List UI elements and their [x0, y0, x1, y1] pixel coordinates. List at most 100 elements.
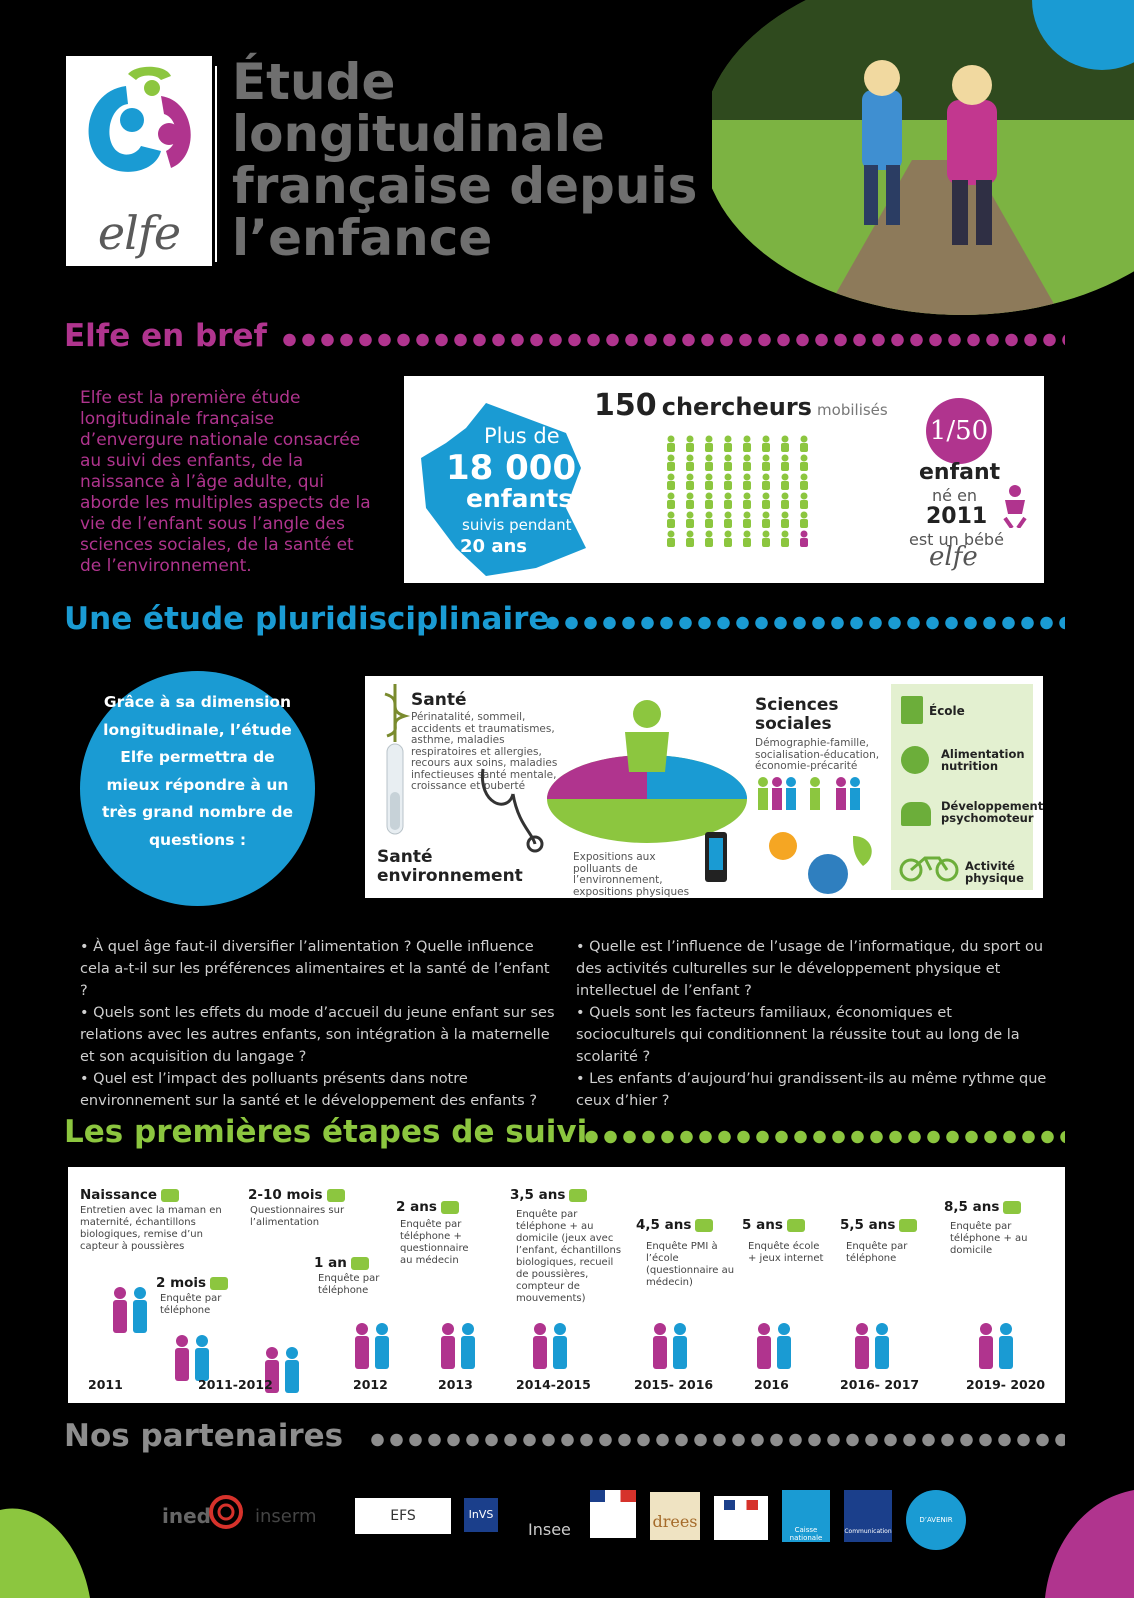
timeline-step-label: 3,5 ans: [510, 1187, 588, 1203]
family-figure-icon: [168, 1335, 218, 1383]
family-figure-icon: [258, 1347, 308, 1395]
researchers-word: chercheurs: [661, 393, 812, 421]
person-icon: [705, 492, 713, 509]
sciences-desc: Démographie-famille, socialisation-éduca…: [755, 737, 880, 772]
book-icon: [901, 696, 923, 724]
ratio-text-2: né en: [932, 486, 978, 505]
person-icon: [781, 492, 789, 509]
sante-env-desc: Expositions aux polluants de l’environne…: [573, 851, 690, 898]
sante-title: Santé: [411, 690, 467, 710]
timeline-step-desc: Enquête PMI à l’école (questionnaire au …: [646, 1241, 735, 1288]
plate-icon: [901, 746, 929, 774]
partner-logos: ined inserm EFS InVS Insee drees Caisse …: [0, 1490, 1134, 1598]
timeline-step-label: 2 mois: [156, 1275, 229, 1291]
person-icon: [762, 435, 770, 452]
person-icon: [781, 530, 789, 547]
family-figure-icon: [106, 1287, 156, 1335]
person-icon: [800, 511, 808, 528]
person-icon: [781, 511, 789, 528]
person-icon: [781, 454, 789, 471]
person-icon: [705, 435, 713, 452]
ratio-text-1: enfant: [919, 460, 1001, 485]
contact-mode-icon: [899, 1218, 918, 1232]
logo-word: elfe: [97, 206, 181, 260]
ratio-badge: 1/50: [926, 398, 992, 464]
timeline-year: 2014-2015: [516, 1377, 591, 1392]
sante-env-title-1: Santé: [377, 847, 433, 867]
person-icon: [667, 454, 675, 471]
family-figure-icon: [434, 1323, 484, 1371]
sante-env-title: Santé environnement: [377, 848, 523, 886]
title-line-3: française depuis: [232, 157, 698, 215]
map-text-1: Plus de: [484, 424, 560, 448]
partner-ined: ined: [162, 1504, 211, 1528]
section-title-bref: Elfe en bref: [64, 318, 267, 354]
baby-icon: [1003, 485, 1027, 528]
side-item-ecole: École: [929, 704, 965, 718]
crawling-baby-icon: [901, 802, 931, 826]
person-icon: [800, 454, 808, 471]
timeline-year: 2016: [754, 1377, 789, 1392]
ined-swirl-icon: [209, 1495, 243, 1529]
side-item-activite: Activité physique: [965, 859, 1024, 885]
question-item: • Quels sont les facteurs familiaux, éco…: [576, 1005, 1020, 1065]
person-icon: [667, 435, 675, 452]
section-title-pluri: Une étude pluridisciplinaire: [64, 601, 550, 637]
partner-inserm: inserm: [255, 1506, 317, 1527]
contact-mode-icon: [695, 1218, 714, 1232]
elfe-logo: elfe: [66, 56, 212, 266]
person-icon: [762, 530, 770, 547]
person-icon: [724, 530, 732, 547]
contact-mode-icon: [1003, 1200, 1022, 1214]
timeline-step-desc: Enquête école + jeux internet: [748, 1241, 824, 1264]
family-group-icon: [758, 777, 860, 810]
questions-left: • À quel âge faut-il diversifier l’alime…: [80, 936, 558, 1112]
stethoscope-icon: [480, 768, 544, 853]
page-title: Étude longitudinale française depuis l’e…: [232, 56, 702, 264]
section-title-etapes: Les premières étapes de suivi: [64, 1114, 588, 1150]
contact-mode-icon: [161, 1188, 179, 1202]
person-icon: [781, 435, 789, 452]
timeline-step-desc: Enquête par téléphone: [318, 1273, 380, 1296]
person-icon: [800, 530, 808, 547]
person-icon: [743, 435, 751, 452]
map-text-5: 20 ans: [460, 536, 527, 557]
sciences-title: Sciences sociales: [755, 696, 839, 734]
timeline-year: 2013: [438, 1377, 473, 1392]
timeline-year: 2016- 2017: [840, 1377, 920, 1392]
dot-divider: [280, 333, 1065, 347]
timeline-step-label: 2-10 mois: [248, 1187, 345, 1203]
person-icon: [743, 492, 751, 509]
map-text-3: enfants: [466, 484, 574, 513]
green-corner-shape: [0, 1508, 90, 1598]
partner-drees: drees: [650, 1492, 700, 1540]
side-item-alimentation: Alimentation nutrition: [941, 747, 1025, 773]
section-title-partenaires: Nos partenaires: [64, 1418, 344, 1454]
timeline-step-label: Naissance: [80, 1187, 179, 1203]
person-icon: [686, 454, 694, 471]
person-icon: [724, 473, 732, 490]
timeline-year: 2011: [88, 1377, 123, 1392]
researchers-number: 150: [594, 388, 657, 423]
sante-env-title-2: environnement: [377, 866, 523, 886]
disciplines-diagram: Santé Périnatalité, sommeil, accidents e…: [365, 676, 1043, 898]
questions-right: • Quelle est l’influence de l’usage de l…: [576, 936, 1052, 1112]
person-icon: [781, 473, 789, 490]
contact-mode-icon: [326, 1188, 345, 1202]
ratio-text-3: 2011: [926, 504, 988, 529]
partner-efs: EFS: [355, 1498, 451, 1534]
family-figure-icon: [348, 1323, 398, 1371]
dot-divider: [582, 1130, 1065, 1144]
partner-ministere-2: [714, 1496, 768, 1540]
timeline-step-desc: Questionnaires sur l’alimentation: [250, 1205, 345, 1228]
person-icon: [667, 473, 675, 490]
timeline-year: 2012: [353, 1377, 388, 1392]
family-figure-icon: [972, 1323, 1022, 1371]
timeline-year: 2019- 2020: [966, 1377, 1046, 1392]
title-line-4: l’enfance: [232, 209, 493, 267]
person-icon: [705, 511, 713, 528]
person-icon: [743, 473, 751, 490]
question-item: • Quelle est l’influence de l’usage de l…: [576, 939, 1044, 999]
bref-text: Elfe est la première étude longitudinale…: [80, 388, 371, 576]
